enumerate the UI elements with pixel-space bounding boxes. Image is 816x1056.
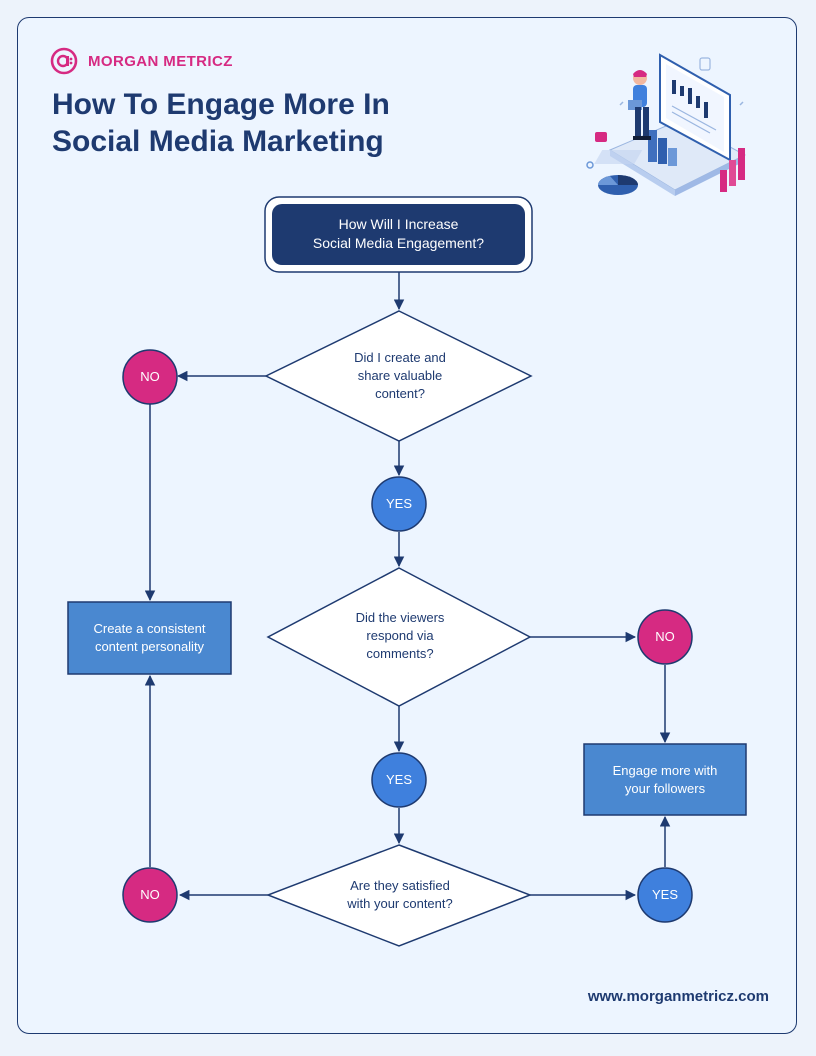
decision-1-label: Did I create and share valuable content? [320,349,480,403]
no-circle-2 [637,609,693,665]
start-line-1: How Will I Increase [338,216,459,232]
decision-2-line-3: comments? [366,646,434,661]
decision-3-line-2: with your content? [347,896,453,911]
decision-1-line-2: share valuable [357,368,443,383]
box-engage-more-followers [583,743,747,816]
yes-circle-1 [371,476,427,532]
decision-1-line-1: Did I create and [354,350,446,365]
yes-label-3: YES [651,887,678,902]
yes-circle-3 [637,867,693,923]
decision-3-line-1: Are they satisfied [350,878,450,893]
no-circle-1 [122,349,178,405]
box-left-line-1: Create a consistent [93,621,206,636]
title-line-2: Social Media Marketing [52,125,384,158]
decision-2-line-1: Did the viewers [355,610,445,625]
box-create-consistent-personality [67,601,232,675]
decision-2-line-2: respond via [366,628,434,643]
analytics-dashboard-illustration [586,53,747,196]
page-title: How To Engage More In Social Media Marke… [52,86,472,160]
box-left-line-2: content personality [94,639,205,654]
start-node [272,204,525,265]
decision-3-label: Are they satisfied with your content? [310,877,490,913]
box-left-label: Create a consistent content personality [68,620,231,656]
decision-3-diamond [265,844,533,947]
footer-url: www.morganmetricz.com [587,988,769,1005]
yes-label-1: YES [385,496,412,511]
box-right-label: Engage more with your followers [584,762,746,798]
title-line-1: How To Engage More In [52,88,390,121]
brand: MORGAN METRICZ [50,47,233,75]
no-label-2: NO [655,629,675,644]
brand-name: MORGAN METRICZ [88,52,233,70]
start-node-label: How Will I Increase Social Media Engagem… [272,215,525,253]
no-label-1: NO [140,369,160,384]
yes-circle-2 [371,752,427,808]
box-right-line-1: Engage more with [612,763,718,778]
decision-1-line-3: content? [375,386,425,401]
yes-label-2: YES [385,772,412,787]
box-right-line-2: your followers [624,781,706,796]
no-label-3: NO [140,887,160,902]
brand-logo-icon [50,47,78,75]
start-line-2: Social Media Engagement? [312,235,485,251]
no-circle-3 [122,867,178,923]
decision-2-label: Did the viewers respond via comments? [320,609,480,663]
